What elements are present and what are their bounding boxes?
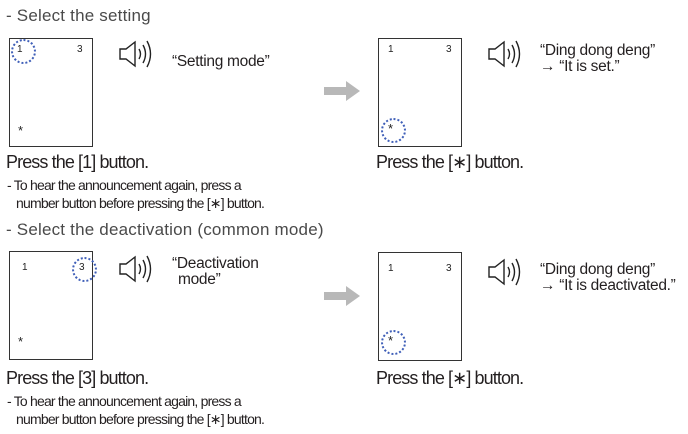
section-title-setting: - Select the setting [6,6,151,25]
note-line: number button before pressing the [∗] bu… [16,411,265,427]
announcement-line1: “Deactivation [172,255,259,272]
key-3: 3 [446,263,452,274]
right-arrow-icon [324,81,360,101]
announcement-line2: → “It is deactivated.” [540,277,676,294]
keypad-panel: 1 3 * [378,252,462,361]
speaker-sound-icon [119,40,152,68]
section-title-deactivation: - Select the deactivation (common mode) [6,220,324,239]
announcement-text: “Setting mode” [172,53,270,70]
step-caption: Press the [∗] button. [376,368,524,388]
note-line: - To hear the announcement again, press … [7,177,242,193]
keypad-panel: 1 3 * [378,38,462,147]
announcement-line1: “Ding dong deng” [540,42,655,59]
announcement-line1: “Ding dong deng” [540,261,655,278]
key-star: * [18,334,24,349]
announcement-line2: → “It is set.” [540,58,620,75]
highlight-ring [72,257,97,282]
speaker-sound-icon [488,258,521,286]
highlight-ring [11,39,36,64]
step-caption: Press the [1] button. [6,152,149,172]
key-star: * [18,123,24,138]
key-3: 3 [77,44,83,55]
note-line: - To hear the announcement again, press … [7,393,242,409]
speaker-sound-icon [488,40,521,68]
keypad-panel: 1 3 * [9,38,93,147]
step-caption: Press the [∗] button. [376,152,524,172]
announcement-line2: mode” [178,271,221,288]
key-1: 1 [22,262,28,273]
key-1: 1 [388,44,394,55]
step-caption: Press the [3] button. [6,368,149,388]
key-1: 1 [388,263,394,274]
highlight-ring [381,118,406,143]
right-arrow-icon [324,286,360,306]
highlight-ring [381,330,406,355]
key-3: 3 [446,44,452,55]
speaker-sound-icon [119,255,152,283]
note-line: number button before pressing the [∗] bu… [16,195,265,211]
keypad-panel: 1 3 * [9,251,97,360]
